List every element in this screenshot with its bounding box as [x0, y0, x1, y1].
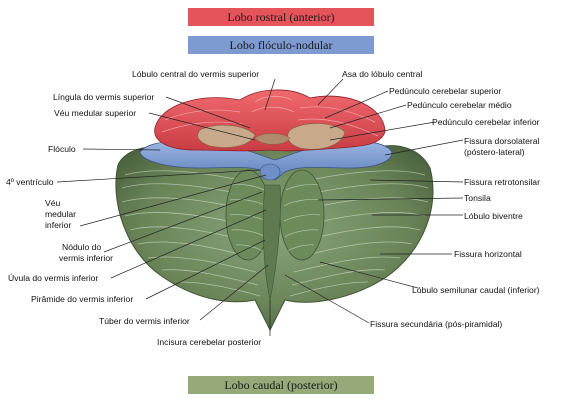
- label-tonsila: Tonsila: [464, 193, 491, 203]
- rostral-lobe-box: Lobo rostral (anterior): [188, 8, 374, 26]
- label-floculo: Flóculo: [48, 144, 76, 154]
- label-asa-lobulo-central: Asa do lóbulo central: [342, 69, 423, 79]
- label-ped-inferior: Pedúnculo cerebelar inferior: [432, 117, 540, 127]
- label-lobulo-semilunar: Lóbulo semilunar caudal (inferior): [412, 285, 540, 295]
- label-tuber: Túber do vermis inferior: [99, 316, 190, 326]
- label-lingula: Língula do vermis superior: [53, 92, 155, 102]
- leader-lines: [56, 78, 464, 336]
- label-ped-medio: Pedúnculo cerebelar médio: [407, 100, 512, 110]
- label-lobulo-central: Lóbulo central do vermis superior: [132, 69, 260, 79]
- label-uvula: Úvula do vermis inferior: [8, 273, 99, 283]
- label-fissura-dorsolateral-sub: (póstero-lateral): [464, 147, 525, 157]
- label-fissura-retrotonsilar: Fissura retrotonsilar: [464, 177, 540, 187]
- label-piramide: Pirâmide do vermis inferior: [31, 294, 134, 304]
- label-veu-medular-superior: Véu medular superior: [54, 108, 137, 118]
- label-lobulo-biventre: Lóbulo biventre: [464, 211, 523, 221]
- label-nodulo-2: vermis inferior: [59, 253, 113, 263]
- label-fissura-horizontal: Fissura horizontal: [454, 249, 522, 259]
- flocculonodular-lobe-box: Lobo flóculo-nodular: [188, 36, 374, 54]
- rostral-lobe-shape: [154, 89, 386, 152]
- label-fissura-secundaria: Fissura secundária (pós-piramidal): [370, 319, 503, 329]
- label-fissura-dorsolateral: Fissura dorsolateral: [464, 136, 540, 146]
- label-nodulo-1: Nódulo do: [62, 242, 102, 252]
- label-quarto-ventriculo: 4º ventrículo: [6, 177, 54, 187]
- label-veu-medular-inferior-3: inferior: [45, 220, 72, 230]
- label-veu-medular-inferior-2: medular: [45, 209, 77, 219]
- label-ped-superior: Pedúnculo cerebelar superior: [389, 86, 502, 96]
- caudal-lobe-box: Lobo caudal (posterior): [188, 376, 374, 394]
- label-veu-medular-inferior-1: Véu: [45, 198, 61, 208]
- label-incisura: Incisura cerebelar posterior: [157, 337, 262, 347]
